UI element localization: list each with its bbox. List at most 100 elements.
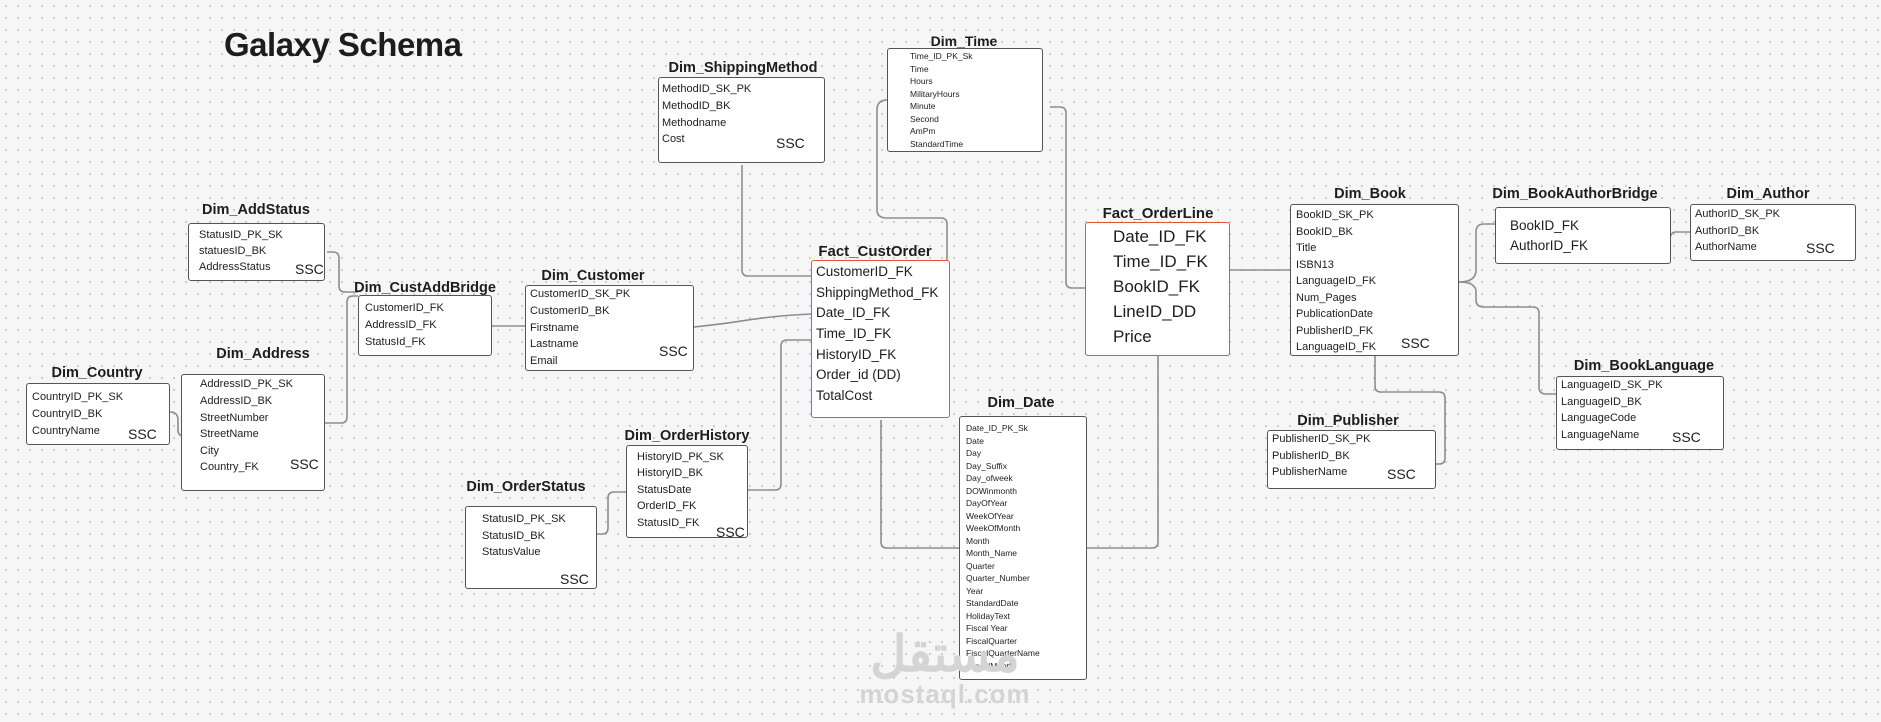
field: Email: [530, 355, 558, 367]
field: HolidayText: [966, 611, 1010, 621]
entity-name: Dim_BookLanguage: [1573, 358, 1715, 374]
field: Time: [910, 64, 929, 74]
field: LanguageID_BK: [1561, 396, 1642, 408]
field: AuthorID_FK: [1510, 238, 1589, 253]
field: PublisherName: [1272, 466, 1348, 478]
field: Firstname: [530, 322, 579, 334]
field: FiscalMonth: [968, 661, 1014, 671]
field: Price: [1113, 327, 1152, 346]
field: LanguageID_SK_PK: [1561, 379, 1663, 391]
field: WeekOfMonth: [966, 523, 1021, 533]
field: LanguageID_FK: [1296, 341, 1377, 353]
field: DayOfYear: [966, 498, 1008, 508]
field: StatusID_BK: [482, 530, 545, 542]
field: City: [200, 445, 219, 457]
entity-name: Dim_Country: [51, 365, 143, 381]
field: Methodname: [662, 117, 727, 129]
ssc-label: SSC: [716, 524, 745, 540]
field: FiscalQuarter: [966, 636, 1018, 646]
field: Minute: [910, 101, 936, 111]
field: Cost: [662, 133, 685, 145]
entity-name: Dim_Address: [216, 346, 310, 362]
field: TotalCost: [816, 388, 873, 403]
entity-box: PublisherID_SK_PK PublisherID_BK Publish…: [1267, 430, 1436, 489]
field: Lastname: [530, 338, 579, 350]
line-address-custadd: [325, 295, 358, 424]
field: StatusID_PK_SK: [482, 513, 566, 525]
field: Time_ID_FK: [1113, 252, 1208, 271]
field: AmPm: [910, 126, 936, 136]
field: BookID_BK: [1296, 226, 1353, 238]
field: LanguageCode: [1561, 412, 1637, 424]
ssc-label: SSC: [295, 261, 324, 277]
field: Quarter: [966, 561, 995, 571]
line-bookauthor-author: [1669, 231, 1690, 241]
field: Second: [910, 114, 939, 124]
entity-box: AddressID_PK_SK AddressID_BK StreetNumbe…: [181, 374, 325, 491]
ssc-label: SSC: [1401, 335, 1430, 351]
field: Title: [1296, 242, 1317, 254]
field: LanguageID_FK: [1296, 275, 1377, 287]
field: StatusValue: [482, 546, 541, 558]
entity-name: Dim_Book: [1334, 186, 1406, 202]
ssc-label: SSC: [290, 456, 319, 472]
field: MilitaryHours: [910, 89, 960, 99]
entity-box: BookID_FK AuthorID_FK: [1495, 207, 1671, 264]
line-shipping-custorder: [741, 165, 812, 277]
entity-box: CustomerID_FK ShippingMethod_FK Date_ID_…: [811, 260, 950, 418]
field: ShippingMethod_FK: [816, 285, 939, 300]
field: CustomerID_FK: [365, 302, 444, 314]
field: ISBN13: [1296, 259, 1334, 271]
entity-name: Dim_Customer: [541, 268, 645, 284]
field: PublicationDate: [1296, 308, 1374, 320]
watermark-latin: mostaql.com: [859, 679, 1031, 709]
entity-name: Dim_Publisher: [1297, 413, 1399, 429]
field: Date_ID_FK: [1113, 227, 1207, 246]
entity-name: Dim_AddStatus: [202, 202, 310, 218]
field: Month: [966, 536, 990, 546]
field: WeekOfYear: [966, 511, 1014, 521]
field: Num_Pages: [1296, 292, 1357, 304]
line-custorder-date: [880, 420, 959, 549]
field: Year: [966, 586, 984, 596]
field: CustomerID_SK_PK: [530, 288, 631, 300]
field: AddressID_BK: [200, 395, 273, 407]
field: MethodID_BK: [662, 100, 731, 112]
field: StandardDate: [966, 598, 1019, 608]
field: CustomerID_BK: [530, 305, 610, 317]
field: StatusDate: [637, 484, 692, 496]
field: StatusID_FK: [637, 517, 700, 529]
entity-box: Date_ID_FK Time_ID_FK BookID_FK LineID_D…: [1085, 222, 1230, 356]
entity-box: BookID_SK_PK BookID_BK Title ISBN13 Lang…: [1290, 204, 1459, 356]
entity-box: CustomerID_SK_PK CustomerID_BK Firstname…: [525, 285, 694, 371]
field: HistoryID_FK: [816, 347, 897, 362]
ssc-label: SSC: [560, 571, 589, 587]
field: PublisherID_FK: [1296, 325, 1374, 337]
field: HistoryID_PK_SK: [637, 451, 724, 463]
line-date-orderline: [1087, 356, 1159, 549]
field: Date_ID_FK: [816, 305, 891, 320]
field: BookID_FK: [1510, 218, 1580, 233]
line-time-custorder: [876, 99, 948, 260]
field: LineID_DD: [1113, 302, 1197, 321]
ssc-label: SSC: [128, 426, 157, 442]
entity-box: LanguageID_SK_PK LanguageID_BK LanguageC…: [1556, 376, 1724, 450]
field: CustomerID_FK: [816, 264, 913, 279]
field: Country_FK: [200, 461, 259, 473]
entity-name: Dim_OrderStatus: [466, 479, 586, 495]
line-book-booklang: [1458, 281, 1556, 395]
field: Hours: [910, 76, 933, 86]
watermark-arabic: مستقل: [870, 626, 1020, 682]
field: StreetNumber: [200, 412, 269, 424]
watermark: مستقل mostaql.com: [845, 628, 1045, 708]
field: AuthorName: [1695, 241, 1757, 253]
ssc-label: SSC: [1806, 240, 1835, 256]
field: CountryID_PK_SK: [32, 391, 124, 403]
field: CountryID_BK: [32, 408, 103, 420]
line-customer-custorder: [693, 313, 813, 328]
field: AddressID_PK_SK: [200, 378, 293, 390]
field: StandardTime: [910, 139, 964, 149]
field: Quarter_Number: [966, 573, 1030, 583]
field: FiscalQuarterName: [966, 648, 1040, 658]
